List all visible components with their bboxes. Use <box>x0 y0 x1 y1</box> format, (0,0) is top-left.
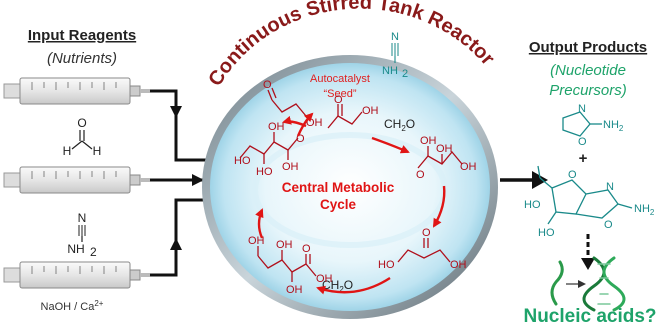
svg-text:N: N <box>78 211 87 225</box>
syringe-2-icon <box>3 166 150 194</box>
svg-text:OH: OH <box>420 135 437 147</box>
nucleic-acids-question: Nucleic acids? <box>523 306 656 326</box>
nutrients-subheader: (Nutrients) <box>47 50 117 67</box>
svg-text:2: 2 <box>402 68 408 80</box>
autocatalyst-label: Autocatalyst <box>310 73 370 85</box>
glycolaldehyde-molecule-a <box>267 87 307 117</box>
dihydroxyacetone-molecule <box>397 238 451 263</box>
svg-text:HO: HO <box>538 227 555 239</box>
svg-text:HO: HO <box>378 259 395 271</box>
svg-text:O: O <box>416 169 425 181</box>
svg-text:O: O <box>578 136 587 148</box>
svg-text:O: O <box>296 133 305 145</box>
feed-arrow-3-icon <box>170 238 182 250</box>
svg-text:OH: OH <box>276 239 293 251</box>
input-reagents-header: Input Reagents <box>28 27 136 44</box>
output-arrow-head-icon <box>532 171 548 189</box>
nucleotide-subheader-1: (Nucleotide <box>550 62 626 79</box>
svg-text:NH: NH <box>382 65 398 77</box>
rna-strand-icon <box>550 260 564 306</box>
svg-text:HO: HO <box>234 155 251 167</box>
formaldehyde-structure: O H H <box>63 116 102 158</box>
formaldehyde-label-top: CH2O <box>384 117 415 133</box>
dna-helix-icon <box>582 256 626 312</box>
svg-text:OH: OH <box>436 143 453 155</box>
cycle-label-line1: Central Metabolic <box>282 180 395 195</box>
feed-arrow-1-icon <box>170 106 182 118</box>
nucleotide-subheader-2: Precursors) <box>549 82 627 99</box>
svg-text:O: O <box>422 227 431 239</box>
syringe-3-icon <box>3 261 150 289</box>
output-products-header: Output Products <box>529 39 647 56</box>
svg-text:NH: NH <box>67 242 84 256</box>
cyanamide-in-reactor: N NH 2 <box>382 31 408 80</box>
plus-sign: + <box>579 150 588 167</box>
svg-text:O: O <box>604 219 613 231</box>
pentose-aminooxazoline-molecule <box>537 165 633 225</box>
cycle-arrows <box>255 112 446 295</box>
tetrose-molecule <box>417 146 463 169</box>
svg-text:N: N <box>391 31 399 43</box>
base-reagent-label: NaOH / Ca2+ <box>41 299 104 313</box>
aminooxazole-molecule <box>562 111 602 137</box>
feed-arrow-2-icon <box>192 174 204 186</box>
svg-text:O: O <box>263 79 272 91</box>
svg-text:OH: OH <box>286 284 303 296</box>
svg-text:OH: OH <box>282 161 299 173</box>
svg-text:OH: OH <box>248 235 265 247</box>
pentulose-molecule <box>257 246 317 282</box>
svg-text:HO: HO <box>256 166 273 178</box>
nh2-label-b: NH2 <box>634 203 655 217</box>
reactor-sphere <box>210 63 490 311</box>
svg-text:N: N <box>578 103 586 115</box>
svg-text:OH: OH <box>362 105 379 117</box>
svg-text:2: 2 <box>90 245 97 259</box>
svg-text:OH: OH <box>268 121 285 133</box>
formaldehyde-label-bottom: CH2O <box>322 278 353 294</box>
svg-text:OH: OH <box>316 273 333 285</box>
svg-text:O: O <box>302 243 311 255</box>
nh2-label-a: NH2 <box>603 119 624 133</box>
svg-text:H: H <box>63 144 72 158</box>
svg-text:OH: OH <box>450 259 467 271</box>
svg-text:O: O <box>334 94 343 106</box>
svg-text:H: H <box>93 144 102 158</box>
syringe-1-icon <box>3 77 150 105</box>
seed-label: “Seed” <box>323 88 356 100</box>
svg-text:O: O <box>77 116 86 130</box>
svg-text:N: N <box>606 181 614 193</box>
cycle-label-line2: Cycle <box>320 197 357 212</box>
glycolaldehyde-molecule-b <box>327 104 363 129</box>
cyanamide-structure: N NH 2 <box>67 211 97 259</box>
svg-text:O: O <box>568 169 577 181</box>
hexose-molecule <box>239 132 299 164</box>
dashed-arrow-head-icon <box>581 258 595 270</box>
svg-text:HO: HO <box>524 199 541 211</box>
svg-text:OH: OH <box>460 161 477 173</box>
